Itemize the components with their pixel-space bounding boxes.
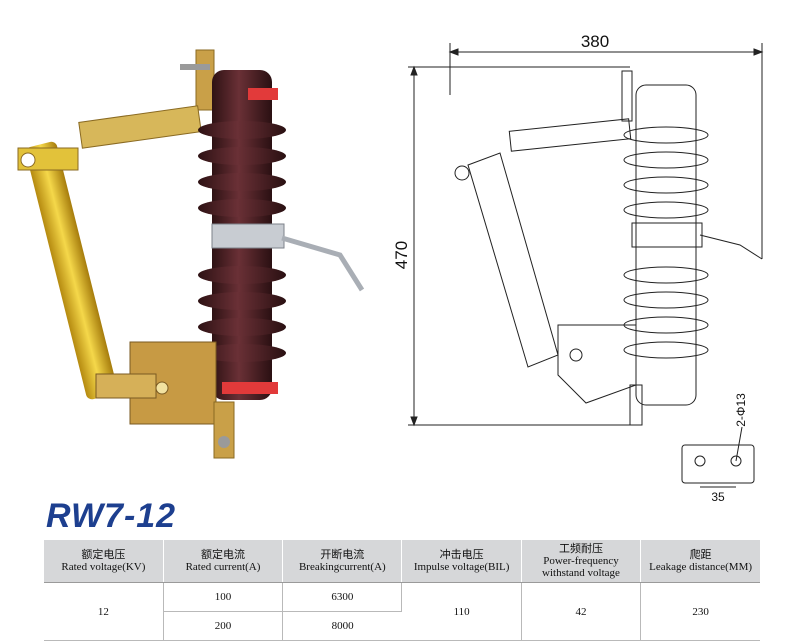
header-power-frequency: 工频耐压 Power-frequency withstand voltage <box>521 540 642 583</box>
header-rated-current: 额定电流 Rated current(A) <box>163 540 284 583</box>
header-impulse-voltage: 冲击电压 Impulse voltage(BIL) <box>401 540 522 583</box>
cell-breaking-current: 6300 <box>282 582 403 612</box>
header-leakage-distance: 爬距 Leakage distance(MM) <box>640 540 760 583</box>
spec-table: 额定电压 Rated voltage(KV) 额定电流 Rated curren… <box>44 540 760 641</box>
table-row: 200 8000 <box>44 611 760 641</box>
table-row: 12 100 6300 110 42 230 <box>44 582 760 641</box>
cell-breaking-current: 8000 <box>282 611 402 641</box>
spacing-dimension: 35 <box>711 490 725 504</box>
hole-dimension: 2-Φ13 <box>734 393 748 427</box>
model-title: RW7-12 <box>46 497 177 535</box>
width-dimension: 380 <box>581 32 609 51</box>
dimension-drawing: 380 470 2-Φ13 35 <box>392 32 764 504</box>
height-dimension: 470 <box>392 241 411 269</box>
cell-impulse-voltage: 110 <box>401 582 522 641</box>
header-rated-voltage: 额定电压 Rated voltage(KV) <box>44 540 164 583</box>
cell-rated-current: 200 <box>163 611 284 641</box>
header-breaking-current: 开断电流 Breakingcurrent(A) <box>282 540 403 583</box>
cell-leakage-distance: 230 <box>640 582 760 641</box>
cell-power-frequency: 42 <box>521 582 642 641</box>
spec-header-row: 额定电压 Rated voltage(KV) 额定电流 Rated curren… <box>44 540 760 583</box>
cell-rated-voltage: 12 <box>44 582 164 641</box>
product-photo <box>17 49 365 459</box>
cell-rated-current: 100 <box>163 582 284 612</box>
